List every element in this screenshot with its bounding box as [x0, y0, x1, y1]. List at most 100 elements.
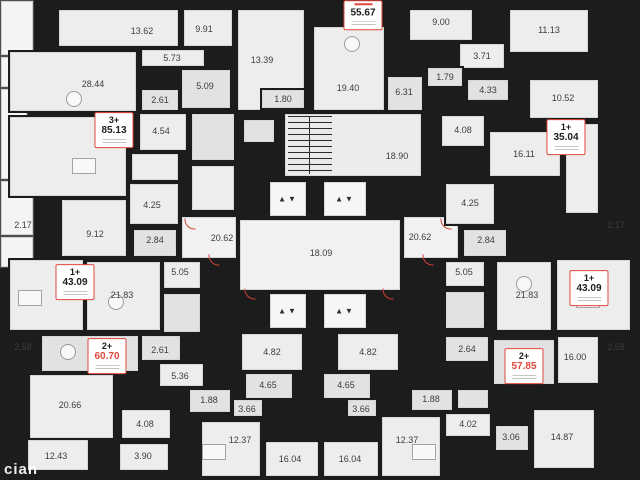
room-area-label: 16.11 [513, 149, 535, 159]
room-area-label: 2.17 [607, 220, 625, 230]
room-area-label: 2.61 [151, 345, 169, 355]
badge-area: 85.13 [101, 125, 127, 137]
room-area-label: 2.58 [14, 342, 32, 352]
room-area-label: 14.87 [550, 432, 574, 442]
room [444, 182, 496, 226]
elevator-shaft: ▲▼ [322, 180, 368, 218]
room-area-label: 4.02 [459, 419, 477, 429]
room [190, 164, 236, 212]
apartment-badge[interactable]: 2+57.85 [504, 348, 544, 384]
room-area-label: 6.31 [395, 87, 413, 97]
badge-note [554, 145, 578, 151]
room-area-label: 5.73 [163, 53, 181, 63]
room-area-label: 12.43 [44, 451, 68, 461]
room-area-label: 20.66 [58, 400, 82, 410]
room-area-label: 20.62 [408, 232, 432, 242]
room [128, 182, 180, 226]
room [322, 440, 380, 478]
room [336, 332, 400, 372]
room [57, 8, 180, 48]
apartment-badge[interactable]: 1+43.09 [55, 264, 95, 300]
room-area-label: 12.37 [228, 435, 252, 445]
corridor [238, 218, 402, 292]
room [408, 8, 474, 42]
badge-type: 1+ [583, 273, 595, 284]
table-icon [344, 36, 360, 52]
apartment-badge[interactable]: 55.67 [343, 0, 383, 30]
room [532, 408, 596, 470]
badge-note [577, 296, 601, 302]
room-area-label: 20.62 [210, 233, 234, 243]
badge-area: 43.09 [62, 277, 88, 289]
badge-area: 43.09 [576, 283, 602, 295]
wet-room [346, 398, 378, 418]
wet-room [180, 68, 232, 110]
room [162, 260, 202, 290]
wet-room [162, 292, 202, 334]
room-area-label: 3.66 [352, 404, 370, 414]
room [138, 112, 188, 152]
room-area-label: 5.36 [171, 371, 189, 381]
room-area-label: 18.09 [309, 248, 333, 258]
room [495, 260, 553, 332]
elevator-arrows-icon: ▲▼ [335, 306, 355, 316]
room-area-label: 2.64 [458, 344, 476, 354]
badge-area: 60.70 [94, 351, 120, 363]
wet-room [466, 78, 510, 102]
room-area-label: 13.62 [130, 26, 154, 36]
room-area-label: 1.88 [200, 395, 218, 405]
room [556, 335, 600, 385]
room-area-label: 1.79 [436, 72, 454, 82]
room-area-label: 18.90 [385, 151, 409, 161]
room [458, 42, 506, 70]
room-area-label: 9.91 [195, 24, 213, 34]
elevator-shaft: ▲▼ [322, 292, 368, 330]
room [26, 438, 90, 472]
room [444, 260, 486, 288]
badge-type: 1+ [560, 122, 572, 133]
room-area-label: 4.25 [461, 198, 479, 208]
room [444, 412, 492, 438]
room-area-label: 2.61 [151, 95, 169, 105]
door-arc-icon [382, 288, 394, 300]
room-area-label: 3.66 [238, 404, 256, 414]
room [380, 415, 442, 478]
apartment-badge[interactable]: 1+43.09 [569, 270, 609, 306]
badge-area: 57.85 [511, 361, 537, 373]
room [28, 373, 115, 440]
room [264, 440, 320, 478]
door-arc-icon [244, 288, 256, 300]
table-icon [60, 344, 76, 360]
bed-icon [412, 444, 436, 460]
wet-room [190, 112, 236, 162]
bed-icon [18, 290, 42, 306]
wet-room [244, 372, 294, 400]
room [120, 408, 172, 440]
apartment-badge[interactable]: 3+85.13 [94, 112, 134, 148]
room-area-label: 21.83 [515, 290, 539, 300]
badge-note [63, 290, 87, 296]
wet-room [232, 398, 264, 418]
room-area-label: 16.04 [278, 454, 302, 464]
room [60, 198, 128, 258]
apartment-badge[interactable]: 2+60.70 [87, 338, 127, 374]
badge-note [102, 138, 126, 144]
room-area-label: 13.39 [250, 55, 274, 65]
badge-area: 35.04 [553, 132, 579, 144]
bed-icon [72, 158, 96, 174]
room-area-label: 4.54 [152, 126, 170, 136]
wet-room [140, 88, 180, 112]
table-icon [108, 294, 124, 310]
room-area-label: 1.88 [422, 394, 440, 404]
apartment-badge[interactable]: 1+35.04 [546, 119, 586, 155]
wet-room [188, 388, 232, 414]
room-area-label: 4.65 [259, 380, 277, 390]
elevator-shaft: ▲▼ [268, 292, 308, 330]
balcony [0, 0, 34, 56]
room-area-label: 4.33 [479, 85, 497, 95]
stairs-divider [309, 116, 310, 174]
room-area-label: 2.58 [607, 342, 625, 352]
room-area-label: 4.08 [136, 419, 154, 429]
